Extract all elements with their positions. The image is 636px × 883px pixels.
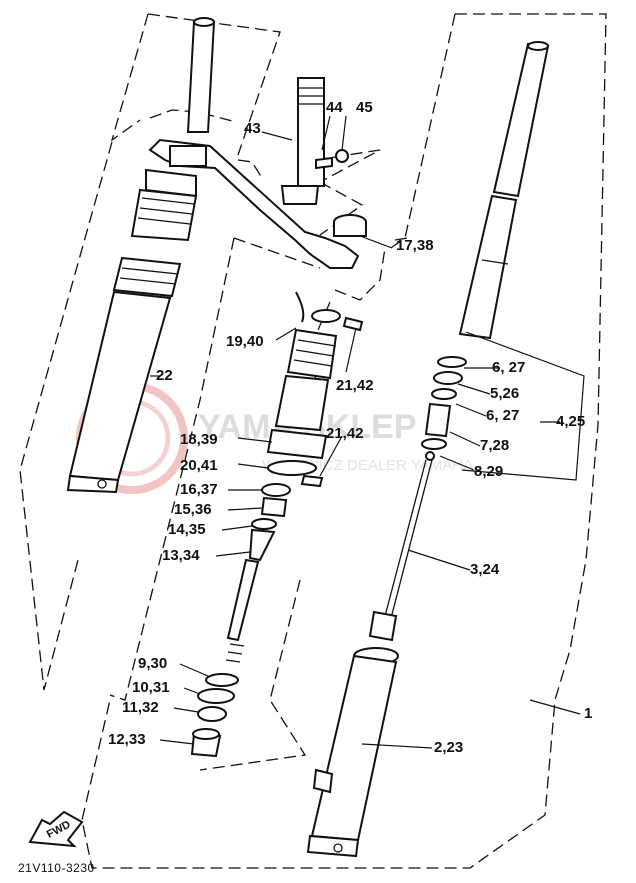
callout-21-42-lower: 21,42 [326,425,364,442]
callout-17-38: 17,38 [396,237,434,254]
callout-14-35: 14,35 [168,521,206,538]
callout-1: 1 [584,705,592,722]
callout-6-27-lower: 6, 27 [486,407,519,424]
callout-15-36: 15,36 [174,501,212,518]
left-fork-assembly [66,17,360,494]
group-brackets [461,331,585,481]
callout-45: 45 [356,99,373,116]
callout-19-40: 19,40 [226,333,264,350]
inner-fork-stack [190,291,341,758]
callout-9-30: 9,30 [138,655,167,672]
stem-cap-17 [333,214,367,237]
leader-lines [150,115,581,749]
callout-3-24: 3,24 [470,561,500,578]
callout-4-25: 4,25 [556,413,585,430]
callout-labels: 43 44 45 17,38 19,40 21,42 22 18,39 21,4… [108,99,592,756]
fwd-arrow-icon: FWD [28,810,84,848]
callout-10-31: 10,31 [132,679,170,696]
callout-20-41: 20,41 [180,457,218,474]
steering-stem-43 [280,77,349,205]
clamp-bolts [300,316,364,488]
callout-21-42-upper: 21,42 [336,377,374,394]
callout-16-37: 16,37 [180,481,218,498]
callout-7-28: 7,28 [480,437,509,454]
callout-44: 44 [326,99,343,116]
diagram-code: 21V110-3230 [18,861,95,875]
callout-43: 43 [244,120,261,137]
callout-12-33: 12,33 [108,731,146,748]
callout-13-34: 13,34 [162,547,200,564]
callout-2-23: 2,23 [434,739,463,756]
callout-22: 22 [156,367,173,384]
callout-18-39: 18,39 [180,431,218,448]
callout-11-32: 11,32 [122,699,159,716]
right-fork-outer-tube [306,647,399,858]
callout-6-27-upper: 6, 27 [492,359,525,376]
callout-8-29: 8,29 [474,463,503,480]
callout-5-26: 5,26 [490,385,519,402]
right-fork-tube [368,41,550,642]
